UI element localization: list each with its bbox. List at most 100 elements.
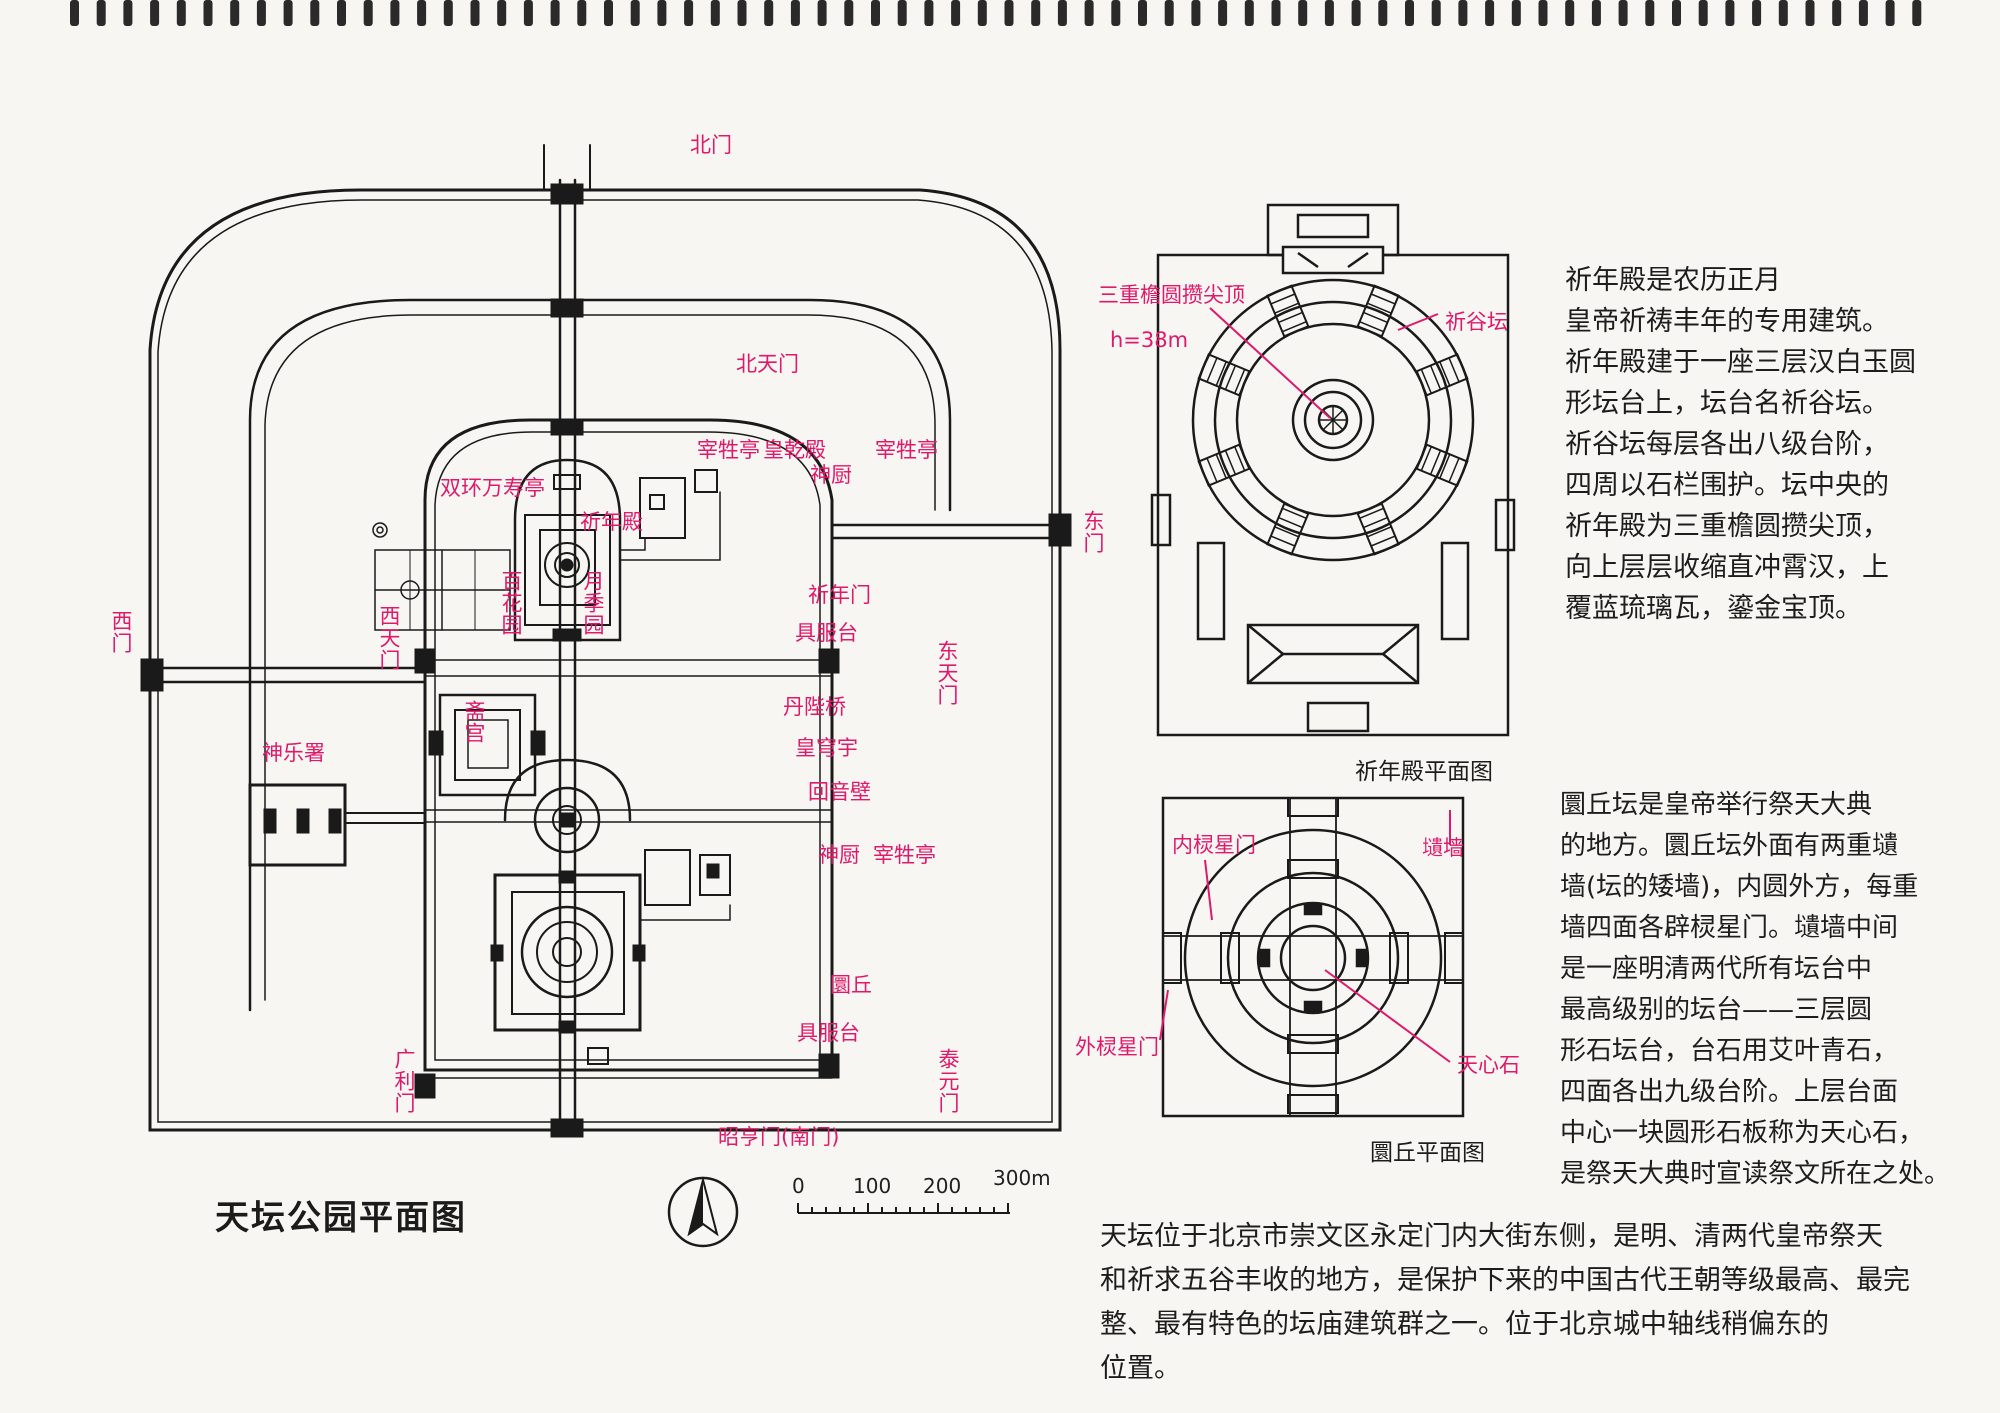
spiral-ring: [1031, 0, 1041, 26]
spiral-ring: [1218, 0, 1228, 26]
spiral-ring: [310, 0, 320, 26]
scale-bar: [797, 1203, 1010, 1214]
altar-stair: [1356, 502, 1400, 556]
scale-tick-200: 200: [923, 1174, 962, 1198]
taiyuan-gate-label: 泰元门: [936, 1048, 960, 1114]
lingxing-gate: [1220, 932, 1240, 984]
yuehua-garden-label: 月季园: [581, 570, 605, 636]
spiral-ring: [1057, 0, 1067, 26]
spiral-ring: [1271, 0, 1281, 26]
inner-wall: [423, 418, 834, 1072]
center-spoke: [1332, 409, 1344, 421]
park-note: 天坛位于北京市崇文区永定门内大街东侧，是明、清两代皇帝祭天 和祈求五谷丰收的地方…: [1100, 1221, 1910, 1384]
spiral-ring: [150, 0, 160, 26]
spiral-ring: [1324, 0, 1334, 26]
spiral-ring: [1698, 0, 1708, 26]
spiral-ring: [817, 0, 827, 26]
zhaigong-label: 斋宫: [462, 700, 486, 744]
shenchu-south-label: 神厨: [818, 843, 860, 867]
spiral-ring: [1191, 0, 1201, 26]
spiral-ring: [1645, 0, 1655, 26]
lingxing-gate: [1444, 932, 1464, 984]
lingxing-gate: [1287, 797, 1339, 817]
spiral-ring: [1405, 0, 1414, 26]
spiral-ring: [1725, 0, 1735, 26]
east-gate-label: 东门: [1081, 510, 1105, 554]
spiral-binding: [70, 0, 1922, 26]
spiral-ring: [1778, 0, 1788, 26]
lingxing-gate: [1287, 859, 1339, 879]
spiral-ring: [1511, 0, 1521, 26]
baihua-garden-label: 百花园: [499, 570, 523, 636]
spiral-ring: [1111, 0, 1121, 26]
echo-wall-label: 回音壁: [808, 780, 871, 804]
spiral-ring: [1431, 0, 1441, 26]
spiral-ring: [550, 0, 560, 26]
spiral-ring: [710, 0, 720, 26]
spiral-ring: [417, 0, 427, 26]
zaisheng-north-label2: 宰牲亭: [875, 438, 938, 462]
lingxing-gate: [1287, 1094, 1339, 1114]
spiral-ring: [737, 0, 747, 26]
spiral-ring: [577, 0, 587, 26]
spiral-ring: [1885, 0, 1895, 26]
spiral-ring: [70, 0, 79, 26]
map-title: 天坛公园平面图: [215, 1198, 467, 1238]
spiral-ring: [1672, 0, 1681, 26]
qinian-note: 祈年殿是农历正月 皇帝祈祷丰年的专用建筑。 祈年殿建于一座三层汉白玉圆 形坛台上…: [1565, 265, 1916, 624]
spiral-ring: [96, 0, 106, 26]
guangli-gate-label: 广利门: [392, 1048, 416, 1114]
spiral-ring: [1565, 0, 1575, 26]
spiral-ring: [363, 0, 373, 26]
spiral-ring: [1858, 0, 1868, 26]
spiral-ring: [1351, 0, 1361, 26]
altar-stair: [1266, 502, 1310, 556]
danbi-bridge-label: 丹陛桥: [783, 695, 846, 719]
huangqiongyu-label: 皇穹宇: [795, 736, 858, 760]
qinian-leader-lines: [1209, 307, 1439, 419]
scale-tick-100: 100: [853, 1174, 892, 1198]
spiral-ring: [1244, 0, 1254, 26]
altar-stair: [1415, 353, 1469, 397]
spiral-ring: [1538, 0, 1548, 26]
spiral-ring: [844, 0, 854, 26]
huangqian-hall-label: 皇乾殿: [763, 438, 826, 462]
spiral-ring: [123, 0, 133, 26]
spiral-ring: [1378, 0, 1388, 26]
center-spoke: [1332, 419, 1344, 431]
spiral-ring: [1912, 0, 1922, 26]
scale-tick-300: 300m: [993, 1166, 1051, 1190]
spiral-ring: [1752, 0, 1762, 26]
altar-stair: [1197, 353, 1251, 397]
center-spoke: [1322, 419, 1334, 431]
outer-wall: [148, 188, 1062, 1132]
spiral-ring: [1004, 0, 1014, 26]
north-gate-label: 北门: [690, 133, 732, 157]
lingxing-gate: [1389, 932, 1409, 984]
spiral-ring: [684, 0, 694, 26]
inner-lingxing-gate-label: 内棂星门: [1172, 833, 1256, 857]
qinian-plan-caption: 祈年殿平面图: [1355, 759, 1493, 785]
juyi-north-label: 具服台: [795, 621, 858, 645]
east-heaven-gate-label: 东天门: [935, 640, 959, 706]
north-heaven-gate-label: 北天门: [736, 352, 799, 376]
zaisheng-pavilion-north-label: 宰牲亭: [697, 438, 760, 462]
shenchu-north-label: 神厨: [810, 463, 852, 487]
spiral-ring: [764, 0, 774, 26]
spiral-ring: [871, 0, 880, 26]
spiral-ring: [951, 0, 961, 26]
spiral-ring: [657, 0, 667, 26]
spiral-ring: [256, 0, 266, 26]
west-heaven-gate-label: 西天门: [377, 605, 401, 671]
spiral-ring: [523, 0, 533, 26]
spiral-ring: [1084, 0, 1094, 26]
scale-tick-0: 0: [792, 1174, 805, 1198]
altar-stair: [1266, 284, 1310, 338]
shuanghuan-pavilion-label: 双环万寿亭: [440, 476, 545, 500]
roof-type-label: 三重檐圆攒尖顶: [1098, 283, 1245, 307]
outer-lingxing-gate-label: 外棂星门: [1075, 1035, 1159, 1059]
wall-label: 壝墙: [1422, 836, 1464, 860]
spiral-ring: [1298, 0, 1308, 26]
altar-stair: [1415, 443, 1469, 487]
